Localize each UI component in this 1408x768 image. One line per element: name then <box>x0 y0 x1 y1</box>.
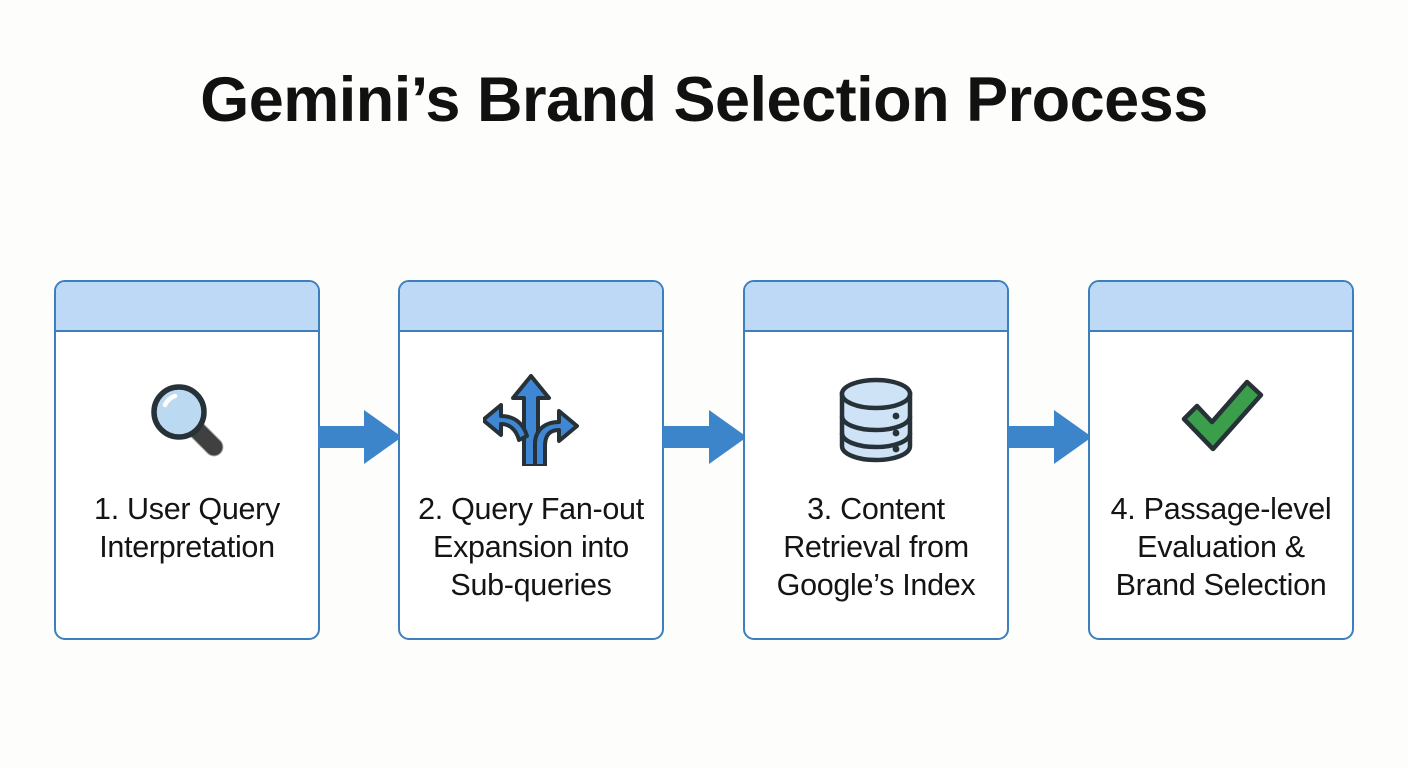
process-flow: 1. User Query Interpretation <box>54 280 1354 642</box>
card-body: 1. User Query Interpretation <box>56 334 318 638</box>
arrow-step1-to-step2 <box>318 410 402 464</box>
step-card-label: 3. Content Retrieval from Google’s Index <box>753 490 999 604</box>
label-line: Evaluation & <box>1137 530 1305 565</box>
label-line: Expansion into <box>433 530 629 565</box>
card-body: 2. Query Fan-out Expansion into Sub-quer… <box>400 334 662 638</box>
step-card-label: 1. User Query Interpretation <box>64 490 310 566</box>
fan-out-arrows-icon <box>483 372 579 468</box>
label-line: 4. Passage-level <box>1110 492 1332 526</box>
label-line: Interpretation <box>99 530 275 565</box>
step-card-2[interactable]: 2. Query Fan-out Expansion into Sub-quer… <box>398 280 664 640</box>
card-header-band <box>1090 282 1352 332</box>
card-header-band <box>745 282 1007 332</box>
database-icon <box>838 372 914 468</box>
green-check-icon <box>1171 372 1271 468</box>
label-line: 3. Content <box>807 492 945 526</box>
step-card-label: 2. Query Fan-out Expansion into Sub-quer… <box>408 490 654 604</box>
label-line: Google’s Index <box>776 568 976 603</box>
label-line: Sub-queries <box>450 568 612 603</box>
step-card-3[interactable]: 3. Content Retrieval from Google’s Index <box>743 280 1009 640</box>
arrow-step3-to-step4 <box>1008 410 1092 464</box>
page-title: Gemini’s Brand Selection Process <box>200 65 1208 135</box>
label-line: 1. User Query <box>94 492 280 526</box>
card-header-band <box>400 282 662 332</box>
label-line: 2. Query Fan-out <box>418 492 644 526</box>
step-card-4[interactable]: 4. Passage-level Evaluation & Brand Sele… <box>1088 280 1354 640</box>
card-body: 4. Passage-level Evaluation & Brand Sele… <box>1090 334 1352 638</box>
card-body: 3. Content Retrieval from Google’s Index <box>745 334 1007 638</box>
step-card-1[interactable]: 1. User Query Interpretation <box>54 280 320 640</box>
arrow-step2-to-step3 <box>663 410 747 464</box>
label-line: Retrieval from <box>783 530 969 565</box>
label-line: Brand Selection <box>1115 568 1327 603</box>
magnifier-icon <box>141 372 233 468</box>
card-header-band <box>56 282 318 332</box>
step-card-label: 4. Passage-level Evaluation & Brand Sele… <box>1098 490 1344 604</box>
